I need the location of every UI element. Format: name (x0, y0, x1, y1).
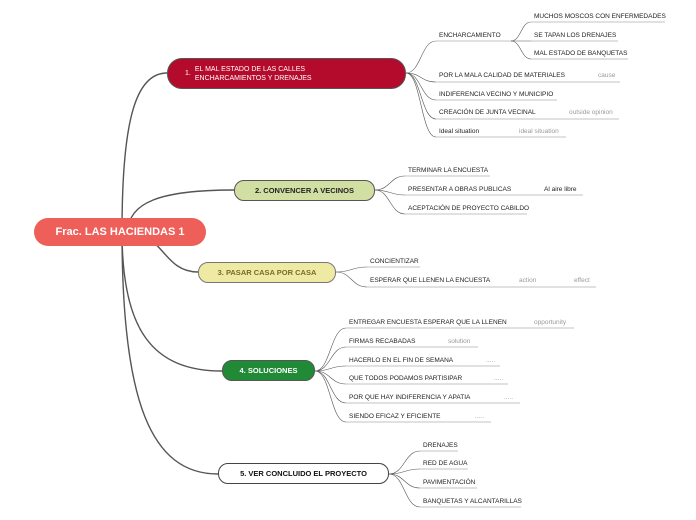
subtopic-presentar-obras[interactable]: PRESENTAR A OBRAS PUBLICAS (408, 186, 512, 193)
link-b4-c (314, 365, 347, 372)
subtopic-fin-de-semana[interactable]: HACERLO EN EL FIN DE SEMANA (349, 357, 454, 364)
root-topic[interactable]: Frac. LAS HACIENDAS 1 (34, 218, 206, 246)
note-solution: solution (448, 338, 471, 345)
subtopic-entregar-encuesta[interactable]: ENTREGAR ENCUESTA ESPERAR QUE LA LLENEN (349, 319, 507, 326)
subtopic-todos-partisipar[interactable]: QUE TODOS PODAMOS PARTISIPAR (349, 375, 463, 382)
branch-2-topic[interactable]: 2. CONVENCER A VECINOS (234, 180, 375, 201)
note-cause: cause (598, 72, 616, 79)
subtopic-indiferencia[interactable]: INDIFERENCIA VECINO Y MUNICIPIO (439, 91, 554, 98)
link-b5-b (388, 468, 421, 475)
subtopic-firmas-recabadas[interactable]: FIRMAS RECABADAS (349, 338, 416, 345)
link-b2-a (374, 175, 406, 191)
link-b4-e (314, 370, 347, 404)
branch-1-text: EL MAL ESTADO DE LAS CALLES ENCHARCAMIEN… (195, 65, 312, 83)
subtopic-al-aire-libre[interactable]: Al aire libre (544, 186, 577, 193)
link-b5-d (388, 473, 421, 508)
subtopic-junta-vecinal[interactable]: CREACIÓN DE JUNTA VECINAL (439, 109, 536, 116)
link-b3-a (335, 266, 368, 273)
link-b2-c (374, 189, 406, 215)
subtopic-concientizar[interactable]: CONCIENTIZAR (370, 258, 419, 265)
link-b5-a (388, 450, 421, 475)
subtopic-terminar-encuesta[interactable]: TERMINAR LA ENCUESTA (408, 167, 489, 174)
link-b5-c (388, 473, 421, 489)
subtopic-drenajes[interactable]: DRENAJES (423, 442, 458, 449)
note-dots-2: ..... (494, 375, 504, 382)
subtopic-se-tapan-drenajes[interactable]: SE TAPAN LOS DRENAJES (534, 32, 617, 39)
link-b3-b (335, 271, 368, 288)
branch-1-line1: EL MAL ESTADO DE LAS CALLES (194, 65, 306, 73)
note-action: action (519, 277, 537, 284)
branch-4-topic[interactable]: 4. SOLUCIONES (222, 360, 315, 381)
subtopic-eficaz-eficiente[interactable]: SIENDO EFICAZ Y EFICIENTE (349, 413, 441, 420)
link-b4-f (314, 370, 347, 423)
link-root-b1 (121, 72, 168, 233)
subtopic-banquetas-alcantarillas[interactable]: BANQUETAS Y ALCANTARILLAS (423, 498, 522, 505)
subtopic-aceptacion-cabildo[interactable]: ACEPTACIÓN DE PROYECTO CABILDO (408, 205, 530, 212)
subtopic-ideal-situation[interactable]: Ideal situation (439, 128, 480, 135)
note-ideal-situation: ideal situation (519, 128, 559, 135)
note-opportunity: opportunity (534, 319, 567, 326)
note-effect: effect (574, 277, 590, 284)
subtopic-encharcamiento[interactable]: ENCHARCAMIENTO (439, 32, 501, 39)
subtopic-indiferencia-apatia[interactable]: POR QUE HAY INDIFERENCIA Y APATIA (349, 394, 471, 401)
subtopic-mal-estado-banquetas[interactable]: MAL ESTADO DE BANQUETAS (534, 50, 628, 57)
branch-1-topic[interactable]: 1. EL MAL ESTADO DE LAS CALLES ENCHARCAM… (167, 58, 406, 89)
note-dots-3: ..... (504, 394, 514, 401)
subtopic-muchos-moscos[interactable]: MUCHOS MOSCOS CON ENFERMEDADES (534, 13, 666, 20)
link-ench-banq (510, 40, 532, 60)
subtopic-mala-calidad-materiales[interactable]: POR LA MALA CALIDAD DE MATERIALES (439, 72, 565, 79)
branch-3-topic[interactable]: 3. PASAR CASA POR CASA (198, 262, 336, 283)
link-b4-a (314, 327, 347, 372)
link-b1-ideal (405, 72, 437, 138)
link-ench-moscos (510, 21, 532, 42)
branch-5-topic[interactable]: 5. VER CONCLUIDO EL PROYECTO (218, 463, 389, 484)
link-b1-ench (405, 40, 437, 74)
branch-1-line2: ENCHARCAMIENTOS Y DRENAJES (194, 74, 312, 82)
subtopic-pavimentacion[interactable]: PAVIMENTACIÓN (423, 479, 476, 486)
subtopic-esperar-encuesta[interactable]: ESPERAR QUE LLENEN LA ENCUESTA (370, 277, 491, 284)
note-dots-1: ..... (486, 357, 496, 364)
note-dots-4: ..... (475, 413, 485, 420)
link-b4-b (314, 346, 347, 372)
link-b1-junta (405, 72, 437, 120)
note-outside-opinion: outside opinion (569, 109, 613, 116)
link-root-b4 (121, 231, 223, 372)
link-root-b5 (121, 231, 219, 475)
branch-1-number: 1. (185, 70, 191, 77)
subtopic-red-de-agua[interactable]: RED DE AGUA (423, 460, 468, 467)
